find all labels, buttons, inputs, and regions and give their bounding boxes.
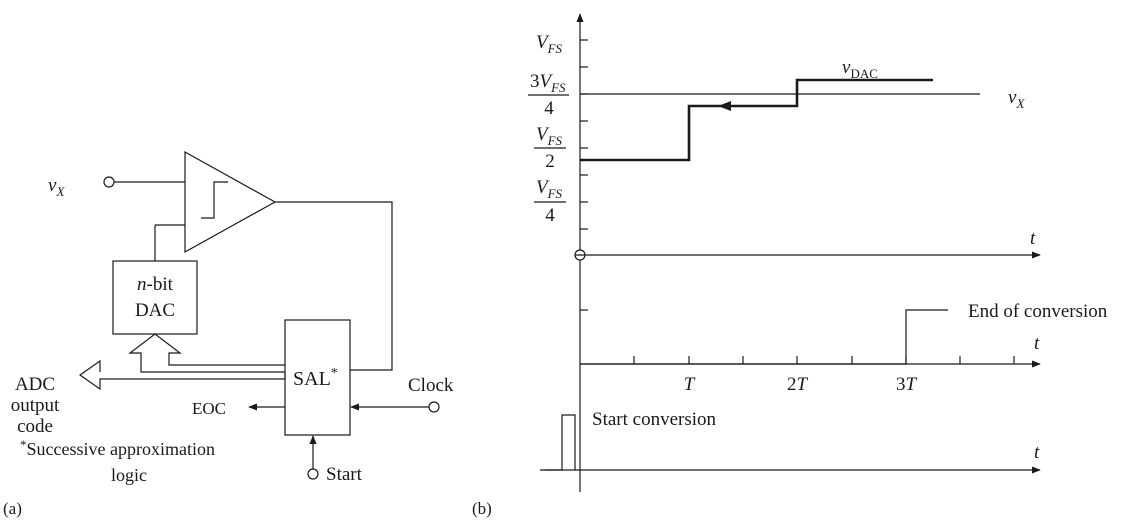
- clock-terminal: [428, 401, 440, 413]
- x-tick-label-t: T: [684, 374, 696, 395]
- footnote-line2: logic: [111, 465, 147, 485]
- y-ticks: [580, 39, 588, 230]
- footnote-line1: *Successive approximation: [20, 437, 215, 459]
- start-pulse: [545, 414, 576, 471]
- x-ticks: [633, 356, 1015, 364]
- start-terminal: [307, 468, 319, 480]
- vdac-label: vDAC: [842, 57, 878, 81]
- vdac-direction-arrow: [718, 101, 731, 111]
- time-axis-3-label: t: [1034, 442, 1040, 463]
- eoc-label: EOC: [192, 399, 226, 418]
- hysteresis-icon: [201, 181, 228, 219]
- vx-input-label: vX: [48, 175, 65, 199]
- panel-a: vX n-bit DAC SAL* ADC output code EOC Cl…: [3, 150, 454, 518]
- eoc-signal-label: End of conversion: [968, 301, 1108, 322]
- dac-label-line2: DAC: [135, 300, 175, 321]
- time-axis-2-label: t: [1034, 333, 1040, 354]
- vdac-staircase: [580, 78, 933, 162]
- adc-output-bus-arrow: [78, 359, 286, 391]
- adc-output-label-2: output: [11, 395, 60, 416]
- y-label-quarter-vfs: VFS 4: [534, 177, 566, 226]
- svg-text:3VFS: 3VFS: [530, 71, 566, 95]
- comparator-output-wire: [275, 201, 393, 371]
- svg-text:4: 4: [544, 98, 554, 119]
- svg-text:4: 4: [545, 205, 555, 226]
- panel-b: VFS 3VFS 4 VFS 2 VFS 4 vX vDAC t: [472, 13, 1108, 518]
- clock-label: Clock: [408, 375, 454, 396]
- y-label-vfs: VFS: [536, 32, 563, 56]
- dac-input-bus-arrow: [128, 333, 285, 373]
- comparator: [184, 150, 277, 254]
- sal-label: SAL*: [293, 366, 338, 390]
- svg-text:VFS: VFS: [536, 124, 563, 148]
- adc-output-label-1: ADC: [15, 374, 55, 395]
- panel-a-label: (a): [3, 499, 22, 518]
- svg-text:VFS: VFS: [536, 177, 563, 201]
- dac-label-line1: n-bit: [137, 274, 174, 295]
- x-tick-label-3t: 3T: [896, 374, 918, 395]
- vx-input-terminal: [103, 176, 115, 188]
- vx-level-label: vX: [1008, 87, 1025, 111]
- start-pulse-label: Start conversion: [592, 409, 717, 430]
- x-tick-label-2t: 2T: [787, 374, 809, 395]
- adc-output-label-3: code: [17, 416, 53, 437]
- y-label-half-vfs: VFS 2: [534, 124, 566, 172]
- start-label: Start: [326, 464, 363, 485]
- time-axis-1-label: t: [1030, 228, 1036, 249]
- eoc-signal: [580, 309, 948, 365]
- dac-box: [112, 260, 198, 335]
- y-label-three-quarter-vfs: 3VFS 4: [528, 71, 569, 119]
- panel-b-label: (b): [472, 499, 492, 518]
- svg-text:2: 2: [545, 151, 555, 172]
